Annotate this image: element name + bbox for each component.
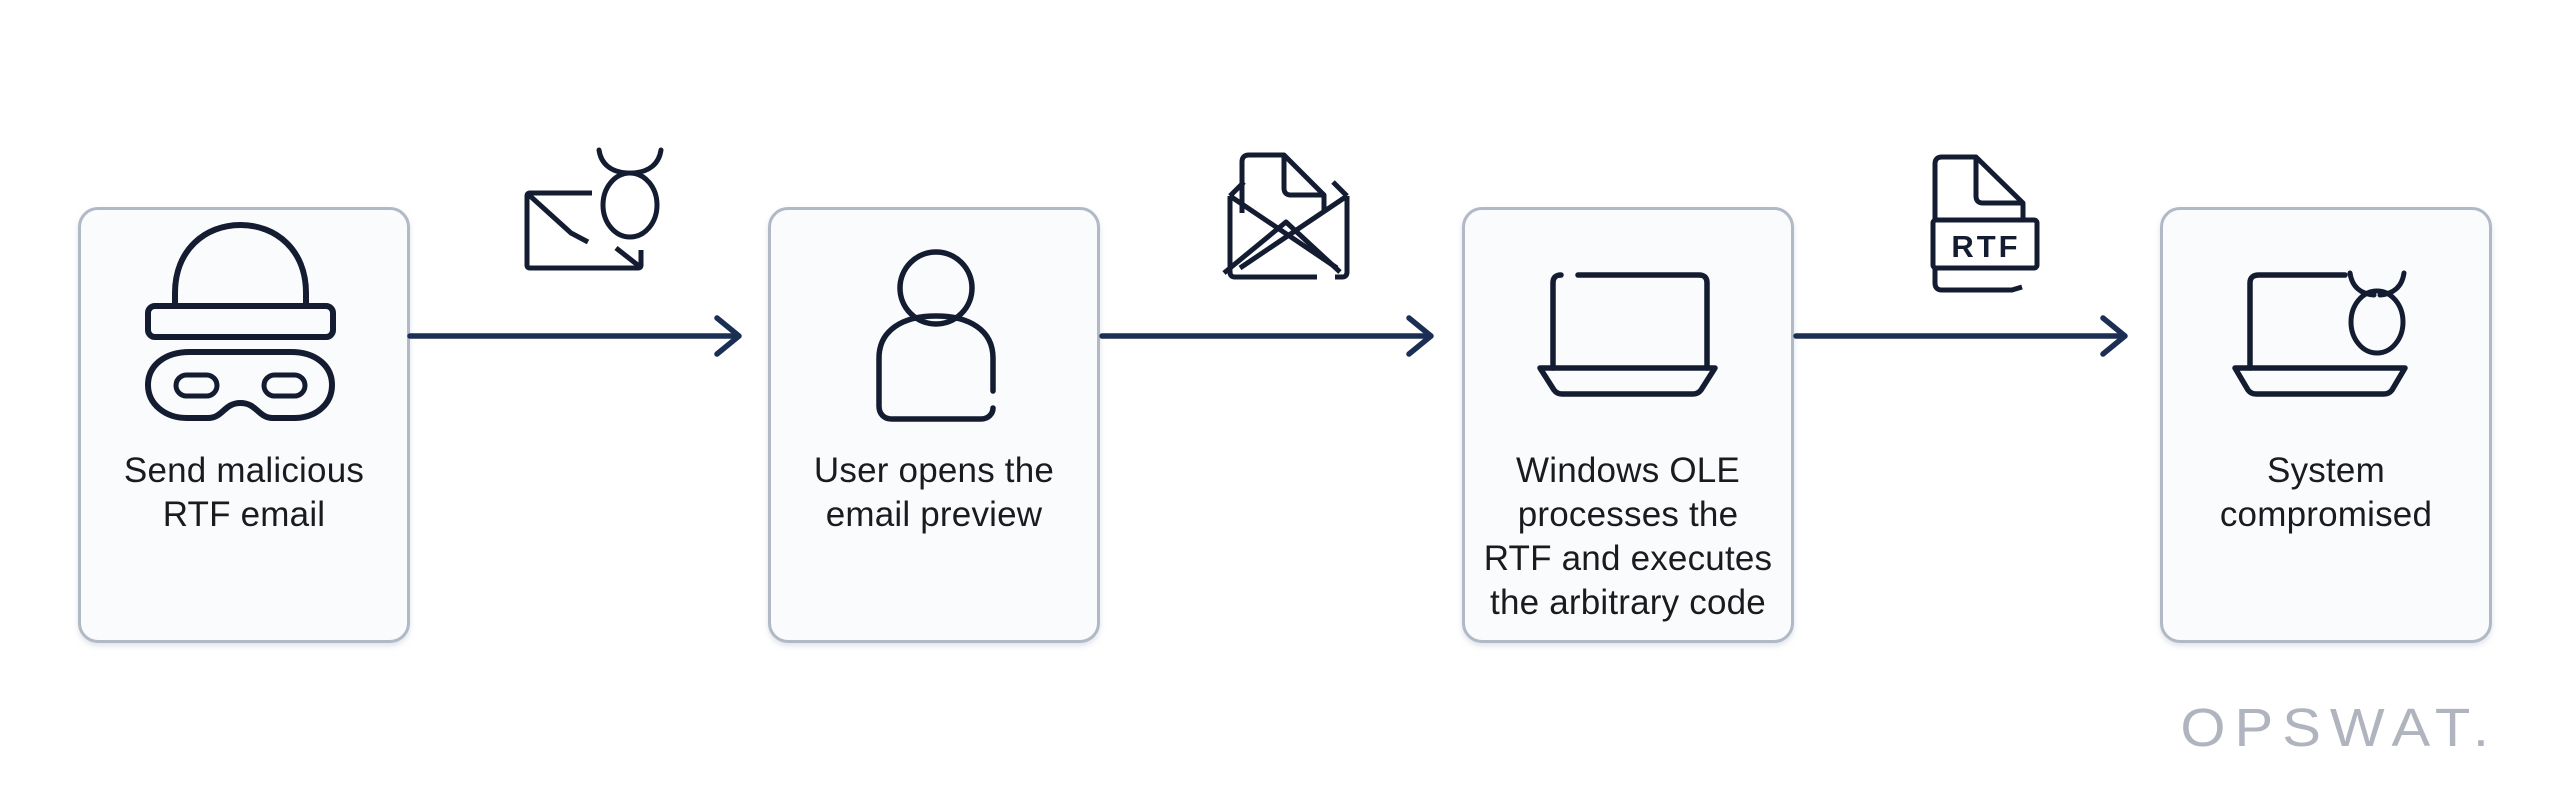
arrow-right-icon	[407, 315, 742, 357]
step-label: Send malicious RTF email	[123, 451, 365, 534]
step-card-send-malicious-rtf: Send malicious RTF email	[78, 207, 410, 643]
step-label: System compromised	[2219, 451, 2433, 534]
step-card-windows-ole-processes: Windows OLE processes the RTF and execut…	[1462, 207, 1794, 643]
step-label: Windows OLE processes the RTF and execut…	[1483, 451, 1773, 622]
step-card-system-compromised: System compromised	[2160, 207, 2492, 643]
step-label: User opens the email preview	[813, 451, 1055, 534]
step-card-user-opens-preview: User opens the email preview	[768, 207, 1100, 643]
rtf-file-icon: RTF	[1930, 154, 2040, 293]
rtf-file-label: RTF	[1951, 229, 2020, 264]
open-email-document-icon	[1222, 152, 1350, 280]
malicious-email-icon	[524, 147, 664, 271]
arrow-right-icon	[1793, 315, 2128, 357]
arrow-right-icon	[1099, 315, 1434, 357]
opswat-logo: OPSWAT.	[2180, 697, 2498, 758]
